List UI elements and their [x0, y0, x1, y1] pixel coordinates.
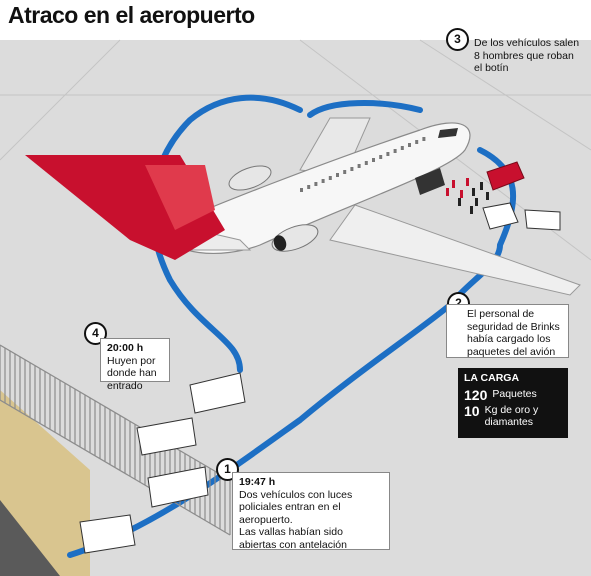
person [452, 180, 455, 188]
step-4-box: 20:00 h Huyen por donde han entrado [100, 338, 170, 392]
step-4-text: Huyen por donde han entrado [107, 354, 157, 392]
person [475, 198, 478, 206]
window [386, 152, 390, 156]
window [393, 149, 397, 153]
cargo-value: 10 [464, 403, 480, 419]
step-3-badge: 3 [446, 28, 469, 51]
step-1-text2: Las vallas habían sido abiertas con ante… [239, 526, 347, 551]
window [379, 155, 383, 159]
window [321, 179, 325, 183]
step-2-text: El personal de seguridad de Brinks había… [467, 308, 560, 358]
person [458, 198, 461, 206]
person [466, 178, 469, 186]
fence [0, 344, 231, 536]
step-4-time: 20:00 h [107, 342, 144, 354]
window [314, 182, 318, 186]
step-3-box: De los vehículos salen 8 hombres que rob… [468, 34, 586, 78]
page-title: Atraco en el aeropuerto [8, 2, 255, 28]
vans-right [482, 202, 561, 231]
robbers [446, 178, 489, 214]
cargo-value: 120 [464, 387, 488, 403]
window [328, 176, 332, 180]
window [422, 137, 426, 141]
person [480, 182, 483, 190]
window [357, 164, 361, 168]
window [336, 173, 339, 177]
window [408, 143, 411, 147]
road [0, 500, 60, 576]
window [415, 140, 419, 144]
cargo-label: Paquetes [492, 388, 537, 400]
window [343, 170, 347, 174]
window [364, 161, 368, 165]
airplane [25, 117, 581, 296]
step-3-text: De los vehículos salen 8 hombres que rob… [474, 37, 580, 74]
step-1-box: 19:47 h Dos vehículos con luces policial… [232, 472, 390, 551]
person [446, 188, 449, 196]
step-1-time: 19:47 h [239, 476, 276, 488]
red-van [486, 161, 525, 191]
window [372, 158, 375, 162]
person [472, 188, 475, 196]
person [486, 192, 489, 200]
step-2-box: El personal de seguridad de Brinks había… [446, 304, 569, 358]
person [470, 206, 473, 214]
window [350, 167, 354, 171]
cargo-panel: LA CARGA 120 Paquetes 10 Kg de oro y dia… [458, 368, 568, 438]
cargo-label: Kg de oro y diamantes [484, 404, 539, 428]
cargo-item: 120 Paquetes [464, 388, 562, 402]
cargo-item: 10 Kg de oro y diamantes [464, 404, 562, 428]
engine-right [228, 165, 272, 191]
near-wing [329, 204, 581, 296]
police-vans [79, 372, 246, 554]
window [307, 185, 311, 189]
cargo-door [415, 168, 445, 195]
window [300, 188, 303, 192]
step-1-text: Dos vehículos con luces policiales entra… [239, 488, 353, 526]
cargo-heading: LA CARGA [464, 372, 520, 384]
window [400, 146, 404, 150]
person [460, 190, 463, 198]
